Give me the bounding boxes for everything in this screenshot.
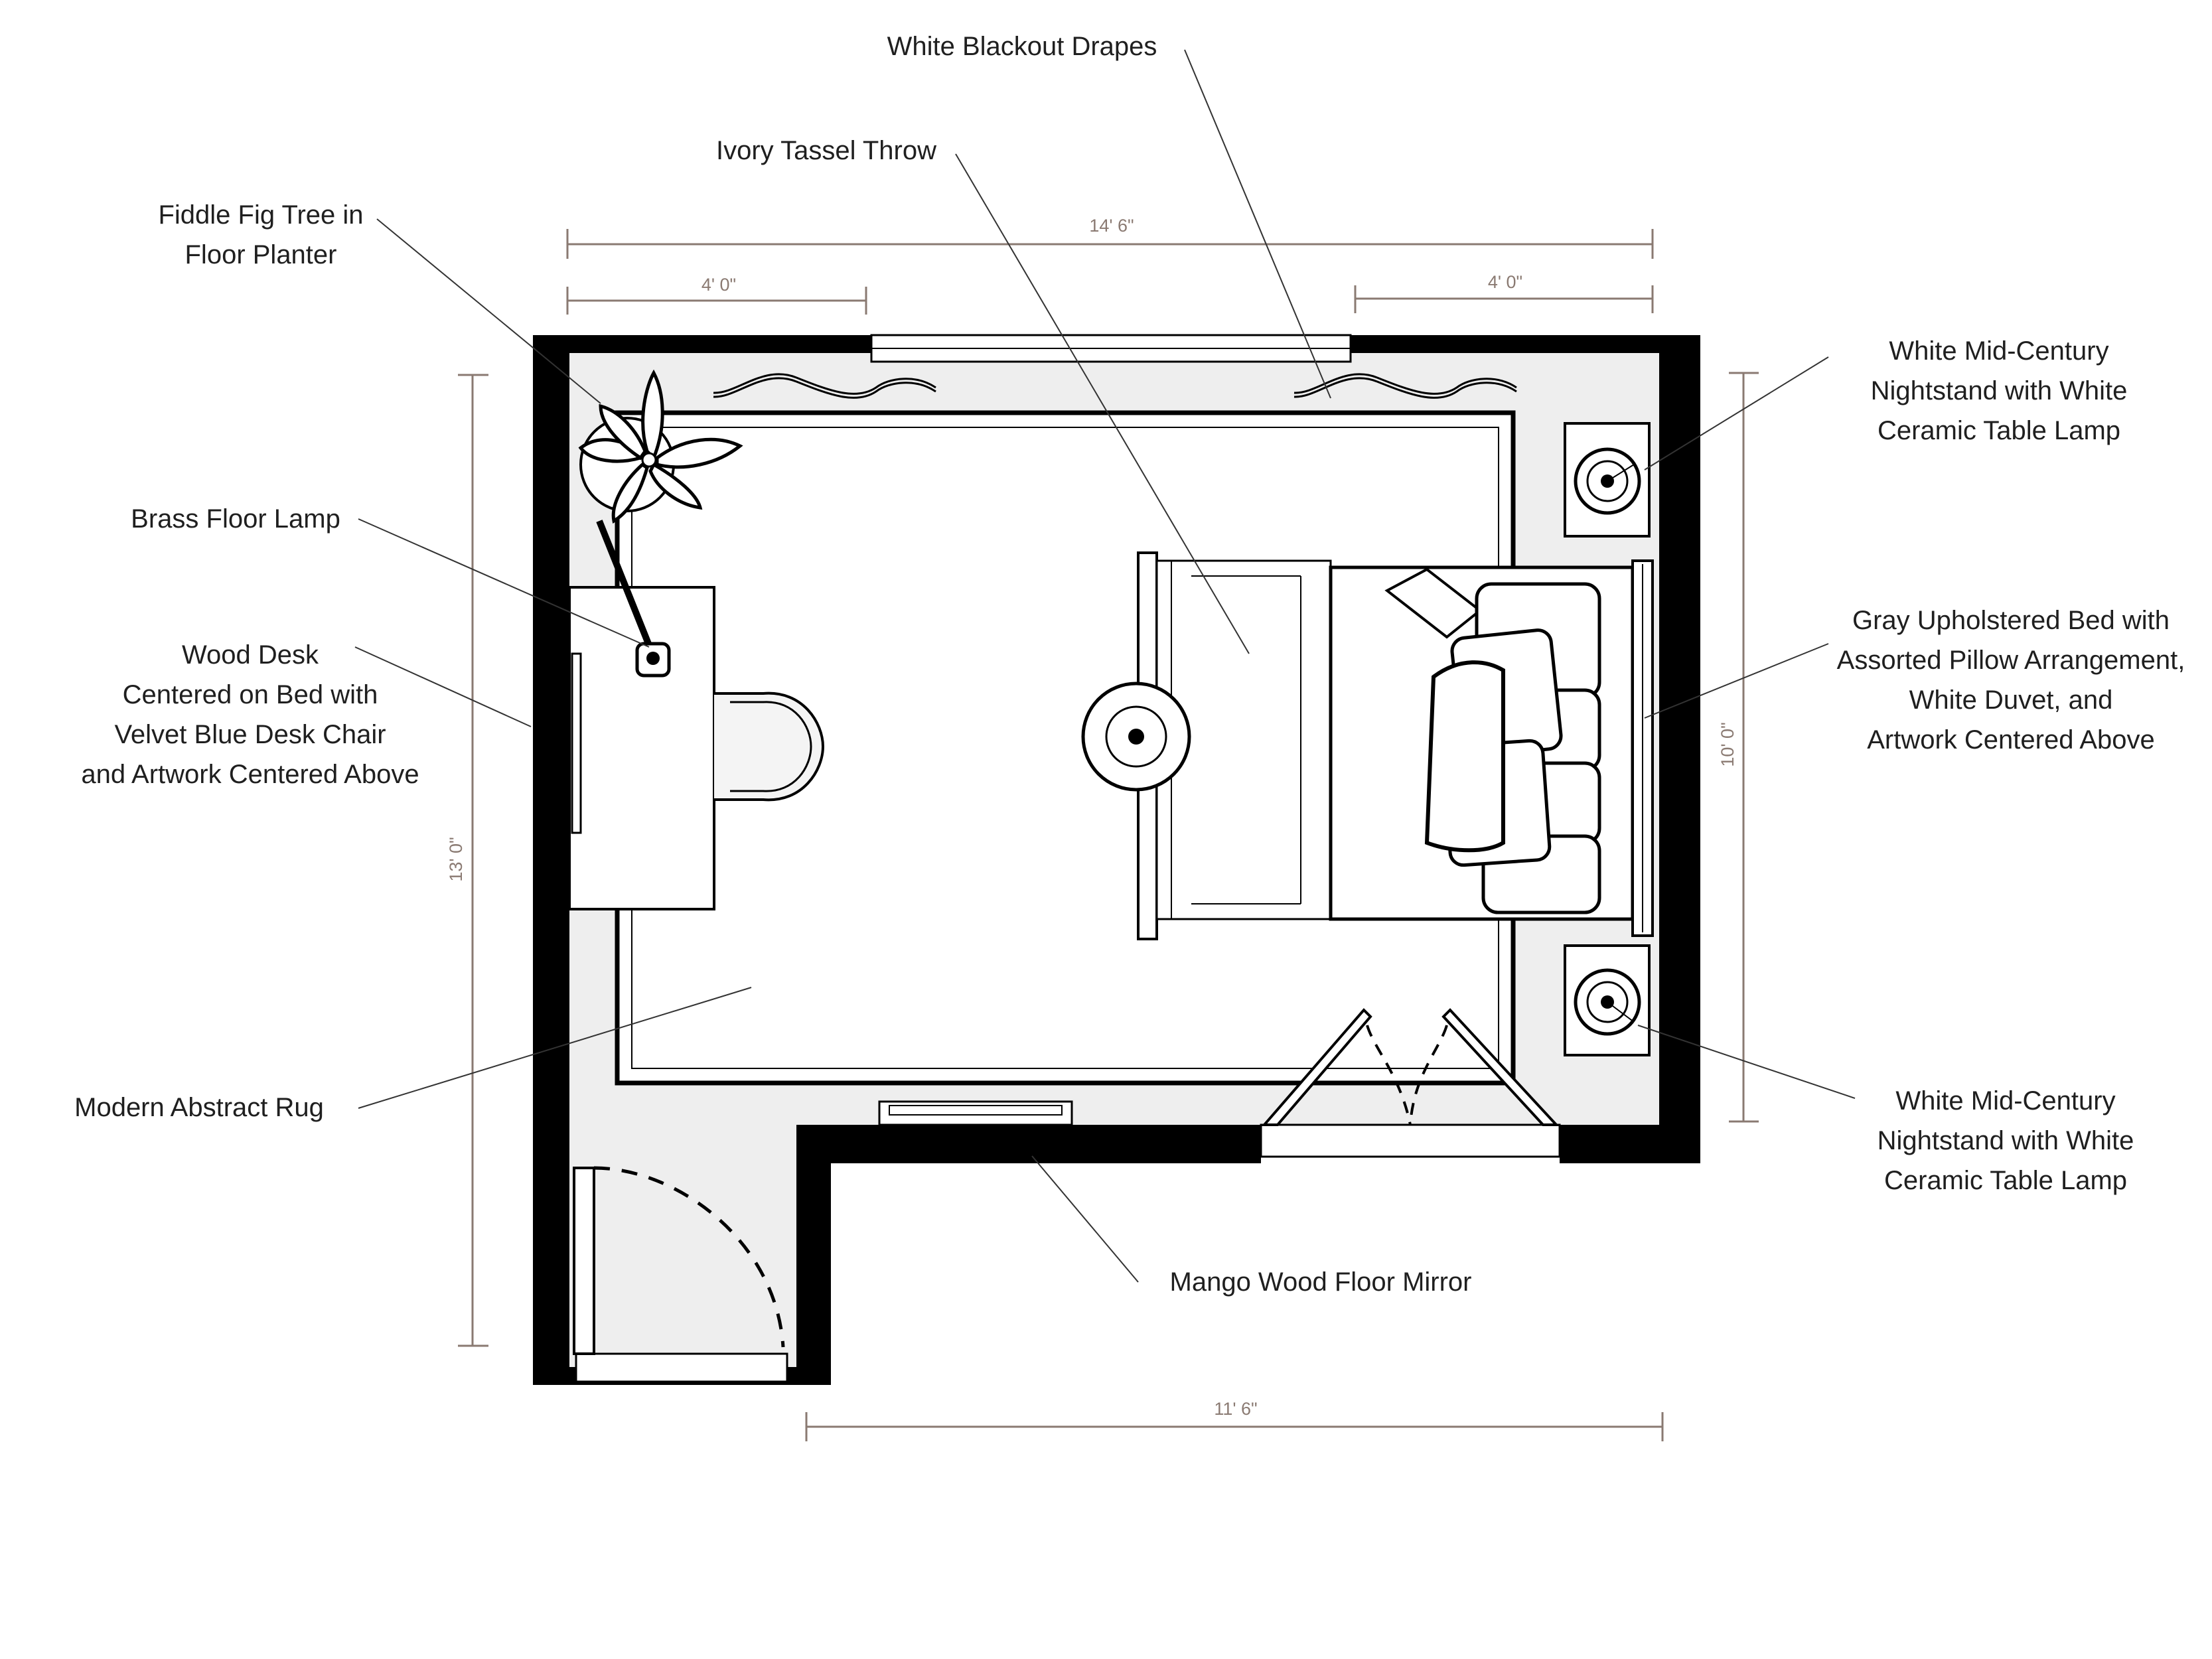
callout-rug: Modern Abstract Rug bbox=[74, 1093, 324, 1122]
callout-drapes-text: White Blackout Drapes bbox=[887, 32, 1157, 61]
dimension-top-left: 4' 0" bbox=[566, 275, 867, 315]
gray-upholstered-bed bbox=[1329, 559, 1654, 937]
mango-wood-floor-mirror bbox=[878, 1100, 1073, 1126]
callout-desk-line-4: and Artwork Centered Above bbox=[81, 760, 419, 789]
walls bbox=[533, 335, 1700, 1385]
callout-nightstand-bottom-line-3: Ceramic Table Lamp bbox=[1884, 1166, 2127, 1195]
callout-lamp: Brass Floor Lamp bbox=[131, 504, 340, 534]
callout-bed-line-2: Assorted Pillow Arrangement, bbox=[1837, 646, 2185, 675]
callout-fig-line-1: Fiddle Fig Tree in bbox=[158, 200, 363, 230]
round-side-table bbox=[1081, 682, 1191, 792]
callout-nightstand-top: White Mid-Century Nightstand with White … bbox=[1871, 336, 2128, 445]
callout-desk: Wood Desk Centered on Bed with Velvet Bl… bbox=[81, 640, 419, 789]
nightstand-top bbox=[1564, 422, 1651, 538]
callout-rug-text: Modern Abstract Rug bbox=[74, 1093, 324, 1122]
fiddle-fig-tree bbox=[578, 369, 743, 524]
dimension-right-height: 10' 0" bbox=[1718, 372, 1759, 1123]
dimension-top-right-label: 4' 0" bbox=[1488, 272, 1522, 292]
dimension-top-left-label: 4' 0" bbox=[701, 275, 736, 295]
leader-lines bbox=[354, 49, 1856, 1283]
velvet-blue-desk-chair bbox=[714, 691, 825, 802]
callout-fig-line-2: Floor Planter bbox=[185, 240, 337, 269]
dimension-bottom-width: 11' 6" bbox=[805, 1399, 1664, 1441]
callout-bed-line-3: White Duvet, and bbox=[1909, 685, 2113, 715]
white-blackout-drapes bbox=[713, 373, 1517, 399]
dimension-left-height: 13' 0" bbox=[446, 374, 488, 1347]
dimension-top-total-label: 14' 6" bbox=[1089, 216, 1134, 236]
dimension-left-height-label: 13' 0" bbox=[446, 837, 466, 881]
callout-fig-tree: Fiddle Fig Tree in Floor Planter bbox=[158, 200, 363, 269]
callout-nightstand-top-line-1: White Mid-Century bbox=[1889, 336, 2108, 366]
callout-mirror-text: Mango Wood Floor Mirror bbox=[1170, 1267, 1472, 1297]
callout-bed: Gray Upholstered Bed with Assorted Pillo… bbox=[1837, 606, 2185, 755]
window bbox=[870, 334, 1352, 363]
dimension-right-height-label: 10' 0" bbox=[1718, 722, 1737, 766]
dimension-bottom-width-label: 11' 6" bbox=[1214, 1399, 1257, 1419]
callout-nightstand-bottom-line-2: Nightstand with White bbox=[1878, 1126, 2134, 1155]
callout-nightstand-top-line-2: Nightstand with White bbox=[1871, 376, 2128, 405]
dimension-top-total: 14' 6" bbox=[566, 216, 1654, 259]
callout-desk-line-2: Centered on Bed with bbox=[123, 680, 378, 709]
wood-desk bbox=[568, 586, 715, 910]
callout-mirror: Mango Wood Floor Mirror bbox=[1170, 1267, 1472, 1297]
entry-door bbox=[573, 1166, 788, 1383]
callout-desk-line-3: Velvet Blue Desk Chair bbox=[114, 720, 386, 749]
callout-desk-line-1: Wood Desk bbox=[182, 640, 319, 670]
callout-bed-line-4: Artwork Centered Above bbox=[1867, 725, 2155, 755]
callout-nightstand-bottom-line-1: White Mid-Century bbox=[1895, 1086, 2115, 1116]
brass-floor-lamp bbox=[596, 520, 671, 678]
callout-throw: Ivory Tassel Throw bbox=[716, 136, 936, 165]
callout-nightstand-bottom: White Mid-Century Nightstand with White … bbox=[1878, 1086, 2134, 1195]
nightstand-bottom bbox=[1564, 944, 1651, 1056]
callout-drapes: White Blackout Drapes bbox=[887, 32, 1157, 61]
callout-lamp-text: Brass Floor Lamp bbox=[131, 504, 340, 534]
callout-bed-line-1: Gray Upholstered Bed with bbox=[1852, 606, 2170, 635]
dimension-top-right: 4' 0" bbox=[1354, 272, 1654, 313]
closet-doors bbox=[1260, 1008, 1561, 1158]
callout-nightstand-top-line-3: Ceramic Table Lamp bbox=[1878, 416, 2120, 445]
callout-throw-text: Ivory Tassel Throw bbox=[716, 136, 936, 165]
